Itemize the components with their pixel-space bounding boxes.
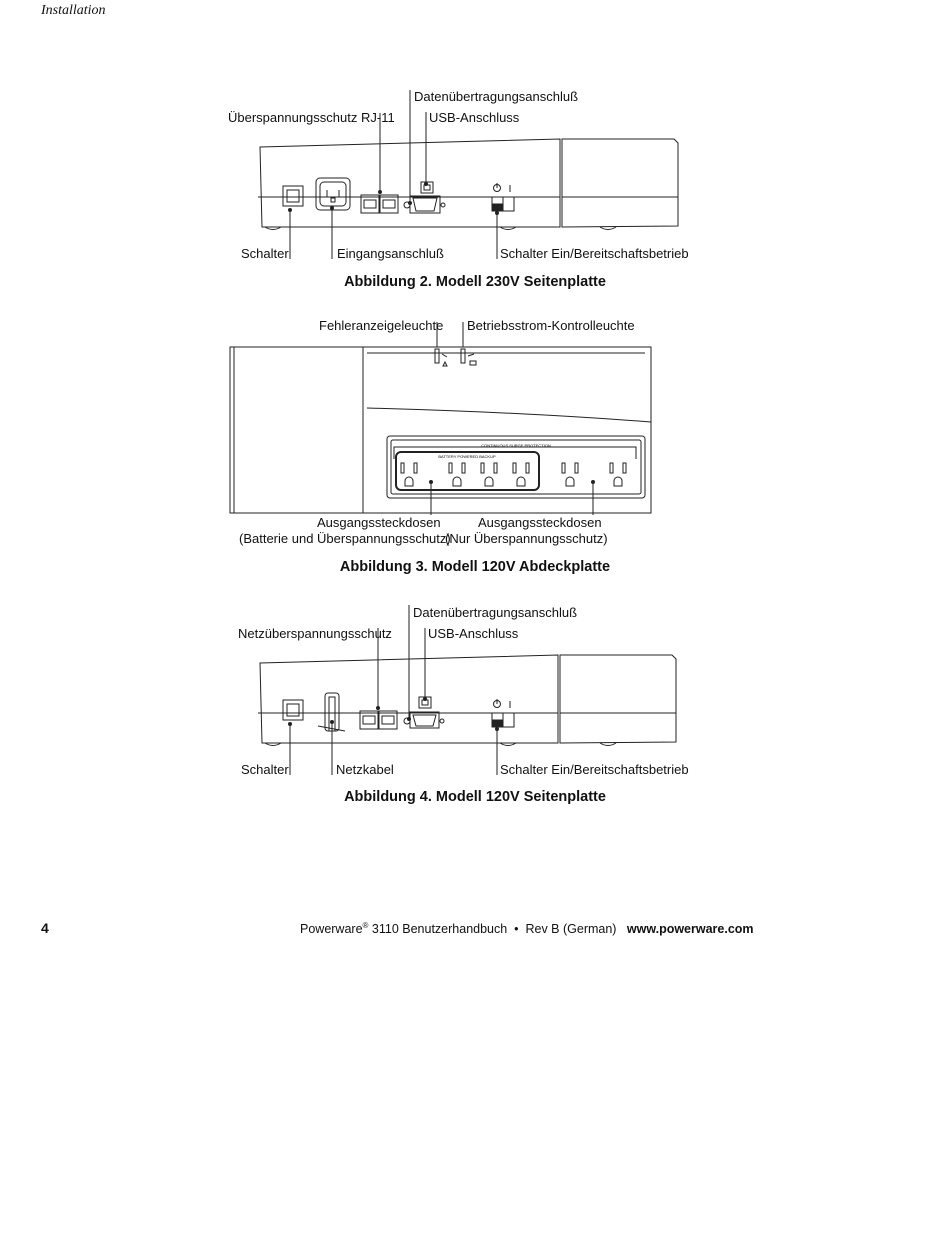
label-data-port: Datenübertragungsanschluß	[414, 89, 579, 104]
page-number: 4	[41, 920, 49, 936]
footer-reg: ®	[362, 921, 369, 930]
panel-battery-text: BATTERY POWERED BACKUP	[438, 454, 496, 459]
running-header: Installation	[41, 3, 106, 18]
label-data-port-120: Datenübertragungsanschluß	[413, 605, 578, 620]
caption-figure-4: Abbildung 4. Modell 120V Seitenplatte	[344, 789, 606, 805]
label-onoff: Schalter Ein/Bereitschaftsbetrieb	[500, 246, 689, 261]
label-switch: Schalter	[241, 246, 289, 261]
label-onoff-120: Schalter Ein/Bereitschaftsbetrieb	[500, 762, 689, 777]
side-panel-120v-drawing	[258, 605, 677, 775]
caption-figure-2: Abbildung 2. Modell 230V Seitenplatte	[344, 274, 606, 290]
footer-url[interactable]: www.powerware.com	[626, 922, 754, 937]
footer-manual: 3110 Benutzerhandbuch • Rev B (German)	[368, 922, 617, 937]
label-out-battery-1: Ausgangssteckdosen	[317, 515, 441, 530]
label-rj11: Überspannungsschutz RJ-11	[228, 110, 395, 125]
label-fault-led: Fehleranzeigeleuchte	[319, 318, 444, 333]
label-switch-120: Schalter	[241, 762, 289, 777]
caption-figure-3: Abbildung 3. Modell 120V Abdeckplatte	[339, 559, 611, 575]
label-surge: Netzüberspannungsschutz	[238, 626, 392, 641]
label-out-battery-2: (Batterie und Überspannungsschutz)	[239, 531, 451, 546]
label-out-surge-1: Ausgangssteckdosen	[478, 515, 602, 530]
page-footer: Powerware® 3110 Benutzerhandbuch • Rev B…	[300, 921, 754, 936]
label-power-led: Betriebsstrom-Kontrolleuchte	[467, 318, 635, 333]
label-usb-120: USB-Anschluss	[428, 626, 519, 641]
top-panel-120v-drawing: CONTINUOUS SURGE PROTECTION BATTERY POWE…	[229, 322, 652, 515]
label-input: Eingangsanschluß	[337, 246, 444, 261]
footer-product: Powerware	[300, 922, 363, 937]
side-panel-230v-drawing	[258, 90, 679, 259]
panel-surge-text: CONTINUOUS SURGE PROTECTION	[481, 443, 551, 448]
label-out-surge-2: (Nur Überspannungsschutz)	[445, 531, 608, 546]
label-usb: USB-Anschluss	[429, 110, 520, 125]
label-cable: Netzkabel	[336, 762, 394, 777]
